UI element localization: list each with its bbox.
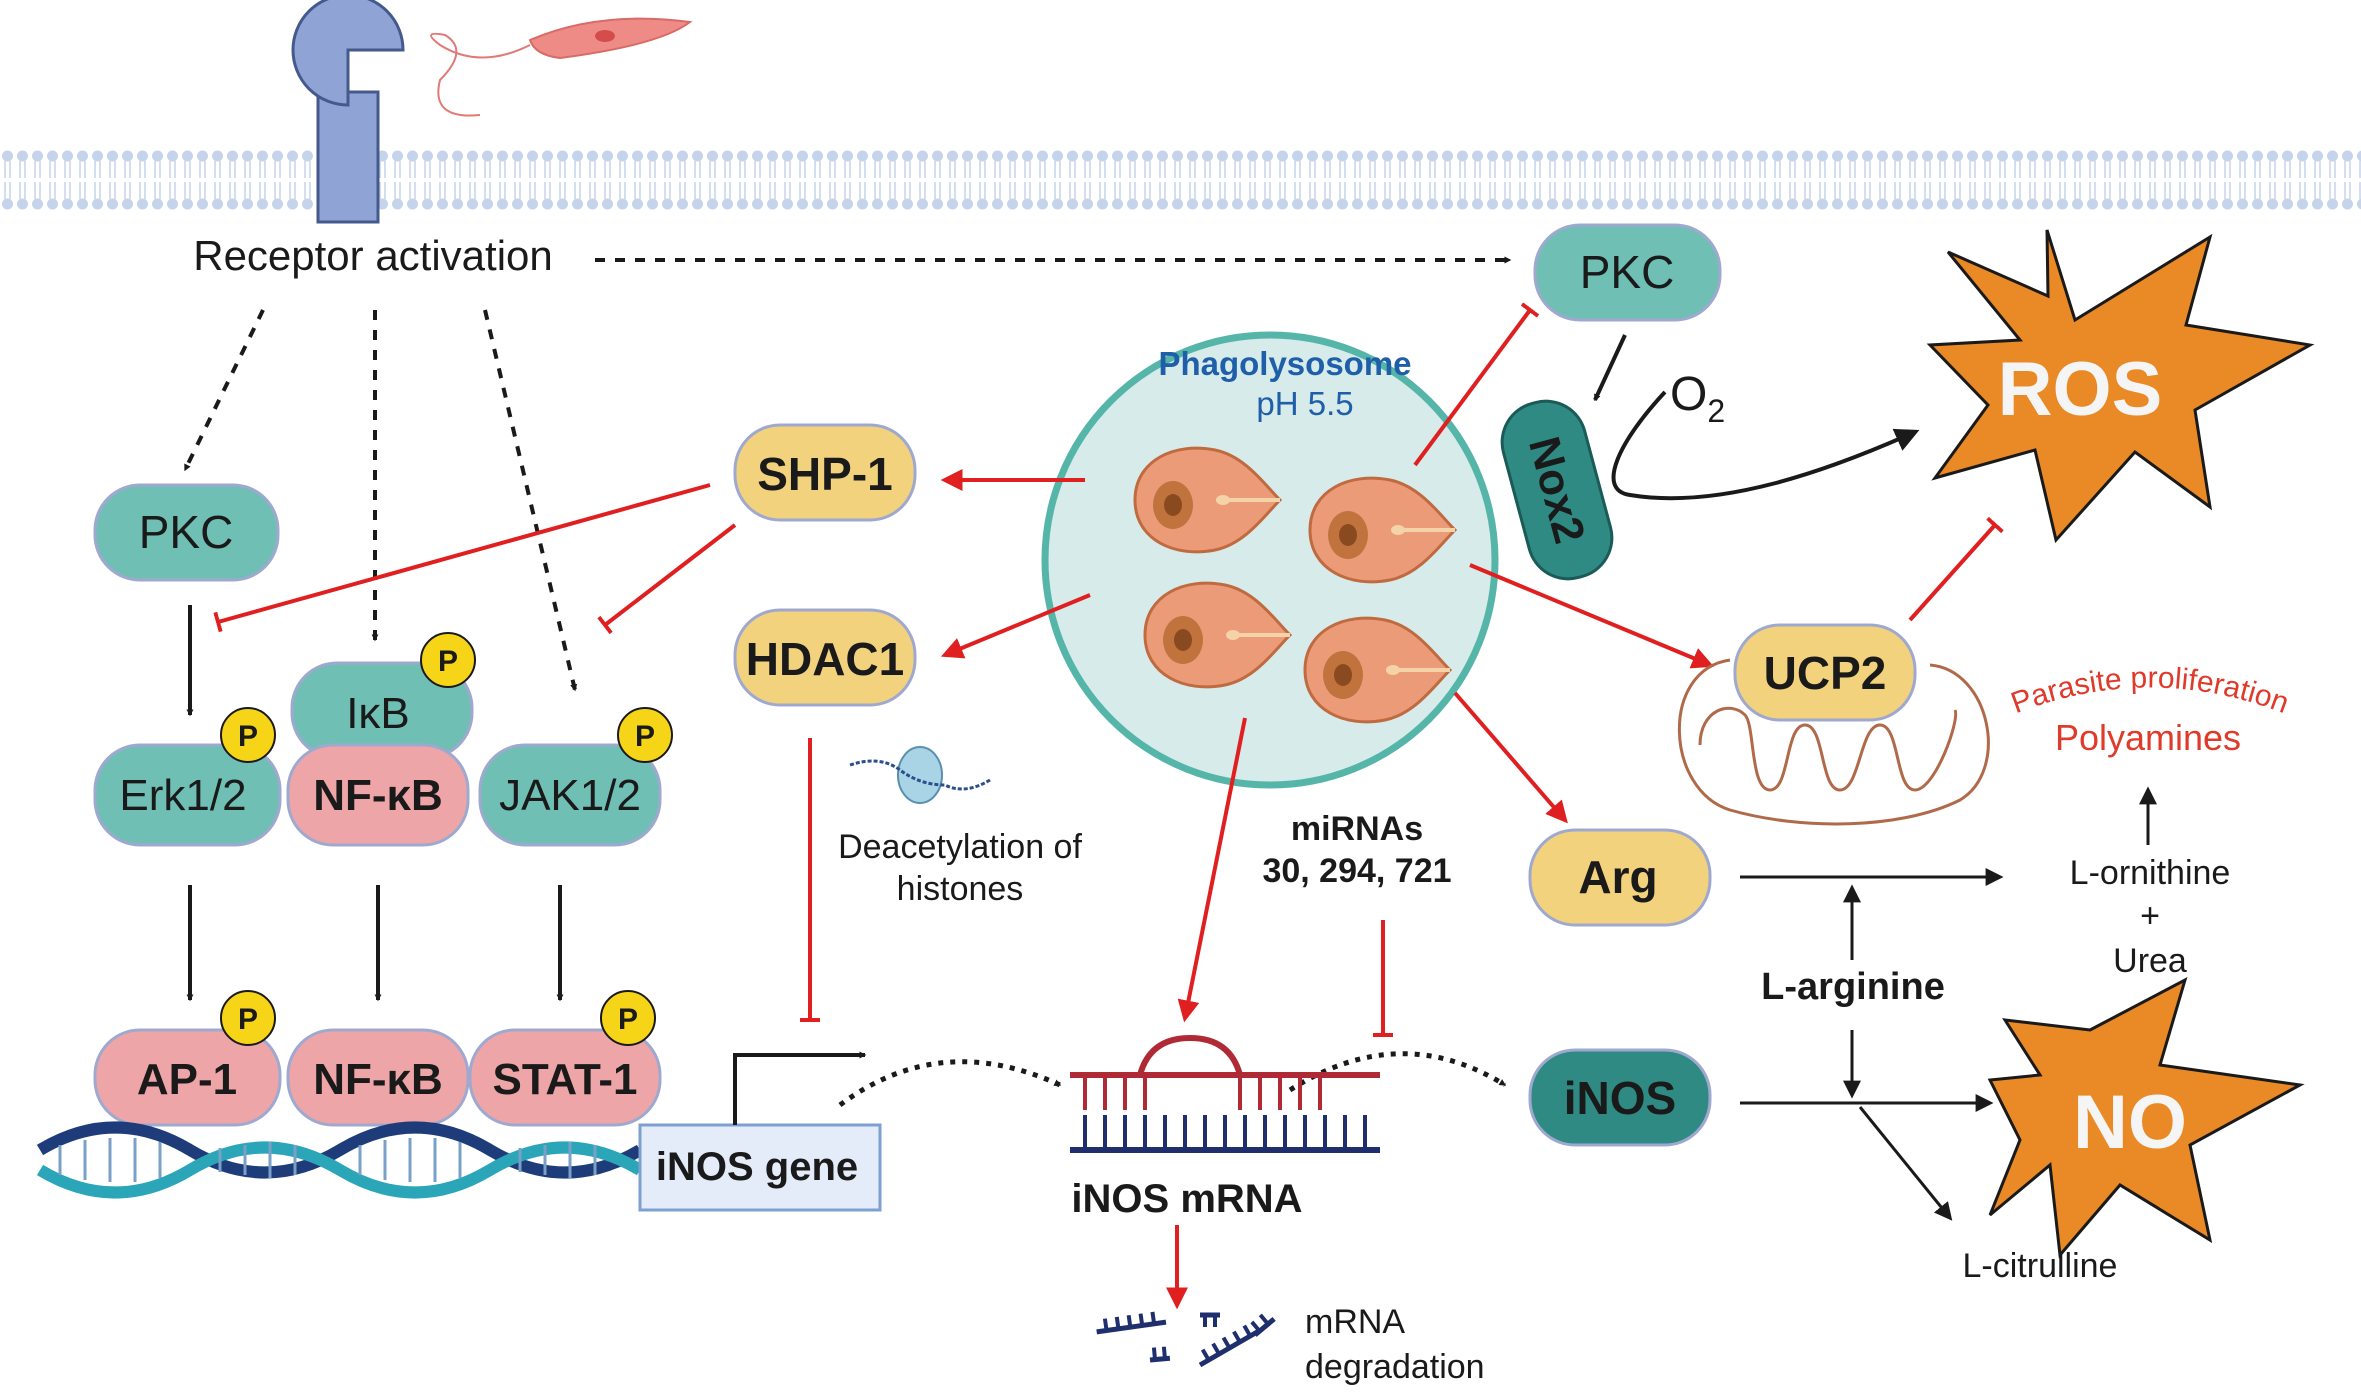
metabolic-arrows <box>1740 786 2157 1221</box>
histone-icon <box>849 746 991 804</box>
nox2-node: Nox2 <box>1500 399 1614 581</box>
ros-label: ROS <box>1998 347 2163 432</box>
phagolysosome-label: Phagolysosome <box>1158 345 1411 382</box>
stat1-phospho-label: P <box>618 1003 638 1036</box>
arg-label: Arg <box>1578 851 1657 903</box>
mrna-fragments-icon <box>1096 1311 1276 1368</box>
ucp2-node <box>1733 623 1917 722</box>
erk-node <box>93 743 282 847</box>
receptor-dotted-arrows <box>183 256 1512 692</box>
nfkb-lower-node <box>286 1028 470 1127</box>
no-burst <box>1987 977 2305 1259</box>
inos-mrna-icon <box>1070 1034 1380 1153</box>
stat1-phospho-badge <box>600 990 656 1046</box>
no-label: NO <box>2073 1080 2187 1165</box>
cell-membrane <box>0 150 2361 210</box>
ap1-label: AP-1 <box>137 1055 237 1104</box>
o2-to-ros-arrow <box>1611 390 1920 501</box>
mrna-degradation-line2: degradation <box>1305 1348 1485 1386</box>
jak-phospho-label: P <box>635 720 655 753</box>
parasite-promastigote-icon <box>430 17 693 117</box>
plus-label: + <box>2140 897 2160 935</box>
receptor-activation-label: Receptor activation <box>193 232 553 279</box>
l-citrulline-label: L-citrulline <box>1963 1247 2118 1285</box>
erk-label: Erk1/2 <box>119 771 246 820</box>
inos-label: iNOS <box>1564 1072 1676 1124</box>
shp1-label: SHP-1 <box>757 448 892 500</box>
signaling-arrows <box>186 605 564 1002</box>
ikb-label: IκB <box>346 689 410 738</box>
pkc-to-nox2-arrow <box>1593 334 1627 402</box>
nfkb-upper-node <box>286 743 470 847</box>
jak-node <box>478 743 662 847</box>
mirnas-line1: miRNAs <box>1291 810 1423 848</box>
erk-phospho-label: P <box>238 720 258 753</box>
jak-label: JAK1/2 <box>499 771 641 820</box>
inos-gene-label: iNOS gene <box>656 1145 858 1189</box>
inos-node <box>1528 1048 1712 1147</box>
pkc-left-label: PKC <box>139 506 234 558</box>
pkc-left-node <box>93 483 280 582</box>
ap1-phospho-badge <box>220 990 276 1046</box>
deacetylation-line1: Deacetylation of <box>838 828 1082 866</box>
ros-burst <box>1926 229 2315 544</box>
l-ornithine-label: L-ornithine <box>2070 854 2231 892</box>
ap1-node <box>93 1028 282 1127</box>
nfkb-upper-label: NF-κB <box>313 771 443 820</box>
pkc-top-label: PKC <box>1580 246 1675 298</box>
o2-label: O2 <box>1670 368 1725 429</box>
stat1-label: STAT-1 <box>492 1055 637 1104</box>
dotted-curve-arrows <box>838 1051 1507 1108</box>
inos-mrna-label: iNOS mRNA <box>1071 1177 1302 1221</box>
hdac1-label: HDAC1 <box>746 633 904 685</box>
hdac1-node <box>733 608 917 707</box>
deacetylation-line2: histones <box>897 870 1024 908</box>
ikb-phospho-badge <box>420 632 476 688</box>
ph-label: pH 5.5 <box>1256 385 1353 422</box>
mitochondrion-icon <box>1677 658 1990 826</box>
amastigote-3 <box>1143 581 1293 689</box>
amastigote-4 <box>1303 616 1453 724</box>
arg-node <box>1528 828 1712 927</box>
l-arginine-label: L-arginine <box>1761 966 1945 1008</box>
ucp2-label: UCP2 <box>1764 647 1887 699</box>
shp1-inhibition-lines <box>213 483 737 635</box>
erk-phospho-badge <box>220 707 276 763</box>
polyamines-label: Polyamines <box>2055 717 2241 758</box>
pkc-top-node <box>1533 223 1722 322</box>
ucp2-inhibition-ros-line <box>1908 516 2004 622</box>
nfkb-lower-label: NF-κB <box>313 1055 443 1104</box>
receptor-icon <box>291 0 405 224</box>
mrna-degradation-line1: mRNA <box>1305 1303 1405 1341</box>
inos-gene-box <box>638 1123 882 1212</box>
mirnas-line2: 30, 294, 721 <box>1262 852 1451 890</box>
phagolysosome-red-arrows <box>940 302 1715 1023</box>
shp1-node <box>733 423 917 522</box>
parasite-proliferation-label: Parasite proliferation <box>2007 661 2293 720</box>
ikb-phospho-label: P <box>438 645 458 678</box>
amastigote-parasites <box>1133 446 1458 724</box>
dna-helix-icon <box>36 1121 644 1199</box>
transcription-start-arrow <box>733 1051 867 1125</box>
amastigote-2 <box>1308 476 1458 584</box>
amastigote-1 <box>1133 446 1283 554</box>
ap1-phospho-label: P <box>238 1003 258 1036</box>
urea-label: Urea <box>2113 942 2187 980</box>
jak-phospho-badge <box>617 707 673 763</box>
stat1-node <box>468 1028 662 1127</box>
